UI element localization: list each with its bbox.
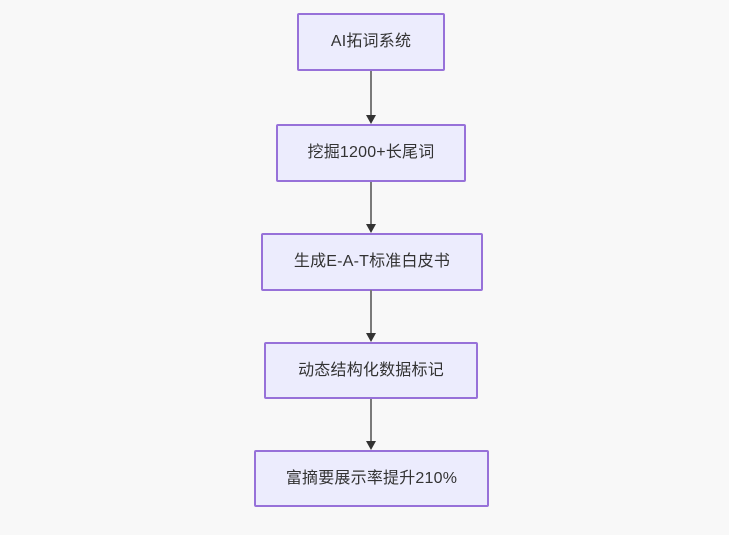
arrow-shaft [370,399,372,441]
flow-node-longtail-keywords[interactable]: 挖掘1200+长尾词 [276,124,466,182]
arrow-head-icon [366,115,376,124]
flow-node-rich-snippet-result[interactable]: 富摘要展示率提升210% [254,450,489,507]
arrow-head-icon [366,441,376,450]
flow-node-label: 动态结构化数据标记 [298,361,444,379]
flow-node-ai-keyword-system[interactable]: AI拓词系统 [297,13,445,71]
flow-node-label: 生成E-A-T标准白皮书 [293,253,451,271]
arrow-shaft [370,71,372,115]
flow-arrow-4 [364,399,378,450]
flow-arrow-1 [364,71,378,124]
arrow-shaft [370,182,372,224]
flow-arrow-2 [364,182,378,233]
flow-node-label: 挖掘1200+长尾词 [307,144,435,162]
flow-node-structured-data-markup[interactable]: 动态结构化数据标记 [264,342,478,399]
flow-node-label: AI拓词系统 [330,33,412,51]
arrow-head-icon [366,224,376,233]
flow-node-label: 富摘要展示率提升210% [285,469,458,487]
arrow-shaft [370,290,372,333]
arrow-head-icon [366,333,376,342]
flow-arrow-3 [364,290,378,342]
flow-node-eat-whitepaper[interactable]: 生成E-A-T标准白皮书 [261,233,483,291]
